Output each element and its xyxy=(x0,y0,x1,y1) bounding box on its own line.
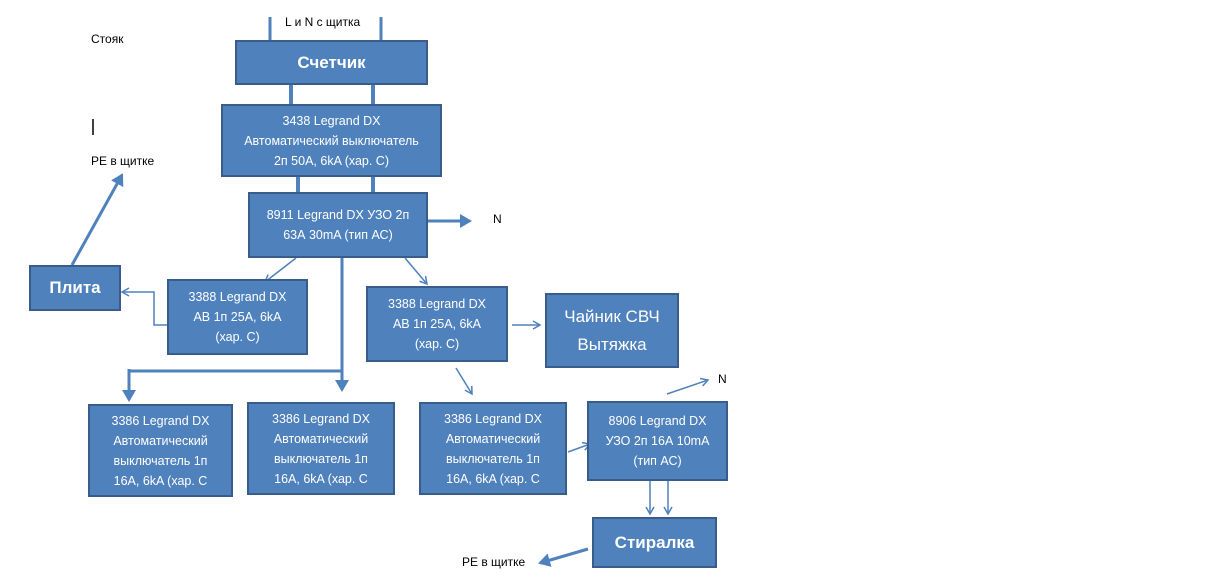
breaker-16a-box-1-line-4: 16А, 6kA (хар. С xyxy=(113,473,208,488)
rcd-to-stove-breaker xyxy=(263,257,297,283)
kitchen-breaker-to-breaker-3 xyxy=(455,367,473,396)
pe-bottom-label: PE в щитке xyxy=(462,555,526,569)
breaker-16a-box-1-line-2: Автоматический xyxy=(113,433,208,448)
breaker-16a-box-3-line-4: 16А, 6kA (хар. С xyxy=(446,471,540,486)
washer-rcd-box: 8906 Legrand DX УЗО 2п 16А 10mA (тип АС) xyxy=(587,401,728,481)
stove-box: Плита xyxy=(29,265,121,311)
main-rcd-box-line-1: 8911 Legrand DX УЗО 2п xyxy=(266,208,410,222)
breaker-16a-box-1-line-3: выключатель 1п xyxy=(113,453,208,468)
kitchen-breaker-box-line-3: (хар. С) xyxy=(414,337,460,351)
washer-rcd-box-line-1: 8906 Legrand DX xyxy=(608,414,707,428)
breaker-16a-box-3-line-2: Автоматический xyxy=(445,431,541,446)
main-breaker-box-line-3: 2п 50А, 6kA (хар. С) xyxy=(273,153,389,168)
kitchen-load-box-line-2: Вытяжка xyxy=(577,334,647,354)
stove-breaker-box-line-3: (хар. С) xyxy=(215,330,260,344)
main-rcd-box-line-2: 63А 30mA (тип АС) xyxy=(283,228,393,242)
stove-pe-line xyxy=(70,173,124,266)
main-breaker-box-line-1: 3438 Legrand DX xyxy=(282,113,381,128)
breaker-16a-box-3: 3386 Legrand DX Автоматический выключатель… xyxy=(419,402,567,495)
meter-box-line-1: Счетчик xyxy=(297,52,366,72)
breaker-16a-box-2-line-3: выключатель 1п xyxy=(274,451,368,466)
kitchen-load-box: Чайник СВЧ Вытяжка xyxy=(545,293,679,368)
supply-label: L и N с щитка xyxy=(285,15,361,29)
breaker-3-to-rcd-washer xyxy=(567,441,592,453)
breaker-16a-box-2-line-4: 16А, 6kA (хар. С xyxy=(274,471,368,486)
washer-pe-line xyxy=(538,547,589,567)
kitchen-breaker-box-line-1: 3388 Legrand DX xyxy=(388,297,486,311)
main-rcd-box: 8911 Legrand DX УЗО 2п 63А 30mA (тип АС) xyxy=(248,192,428,258)
pe-top-label: PE в щитке xyxy=(91,154,155,168)
main-breaker-box: 3438 Legrand DX Автоматический выключател… xyxy=(221,104,442,177)
meter-box: Счетчик xyxy=(235,40,428,85)
kitchen-load-box-line-1: Чайник СВЧ xyxy=(564,306,660,326)
n-upper-label: N xyxy=(493,212,502,226)
stove-breaker-box-line-2: АВ 1п 25А, 6kA xyxy=(193,310,282,324)
n-out-lower xyxy=(666,377,710,395)
stove-box-line-1: Плита xyxy=(49,278,101,297)
breaker-16a-box-1-line-1: 3386 Legrand DX xyxy=(111,413,210,428)
breaker-16a-box-1: 3386 Legrand DX Автоматический выключатель… xyxy=(88,404,233,497)
breaker-16a-box-2-line-1: 3386 Legrand DX xyxy=(272,411,370,426)
n-lower-label: N xyxy=(718,372,727,386)
breaker-16a-box-3-line-3: выключатель 1п xyxy=(446,451,540,466)
washer-box-line-1: Стиралка xyxy=(614,532,695,552)
stove-breaker-box-line-1: 3388 Legrand DX xyxy=(188,290,287,304)
kitchen-breaker-box-line-2: АВ 1п 25А, 6kA xyxy=(392,317,482,331)
breaker-16a-box-2-line-2: Автоматический xyxy=(273,431,369,446)
breaker-16a-box-3-line-1: 3386 Legrand DX xyxy=(444,411,542,426)
riser-label: Стояк xyxy=(91,32,124,46)
stove-breaker-box: 3388 Legrand DX АВ 1п 25А, 6kA (хар. С) xyxy=(167,279,308,355)
washer-box: Стиралка xyxy=(592,517,717,568)
main-breaker-box-line-2: Автоматический выключатель xyxy=(244,133,419,148)
washer-rcd-box-line-2: УЗО 2п 16А 10mA xyxy=(605,434,710,448)
rcd-to-kitchen-breaker xyxy=(404,257,428,286)
breaker-16a-box-2: 3386 Legrand DX Автоматический выключатель… xyxy=(247,402,395,495)
kitchen-breaker-box: 3388 Legrand DX АВ 1п 25А, 6kA (хар. С) xyxy=(366,286,508,362)
stove-breaker-to-stove xyxy=(120,287,167,326)
washer-rcd-box-line-3: (тип АС) xyxy=(633,454,682,468)
